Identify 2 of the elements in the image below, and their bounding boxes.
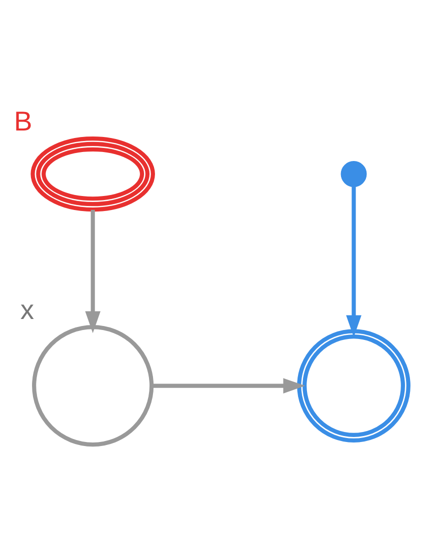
node-label: B (14, 104, 32, 136)
node-label: x (20, 293, 34, 324)
